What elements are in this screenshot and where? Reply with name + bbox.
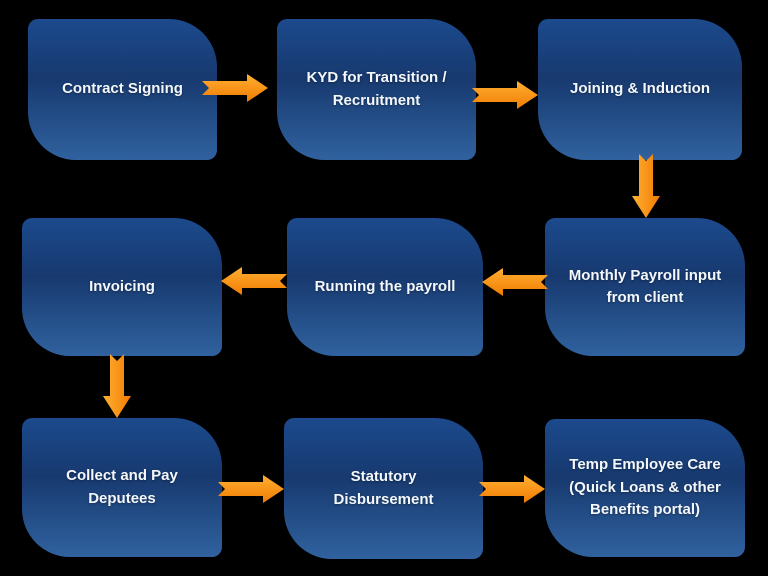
flow-node-contract-signing: Contract Signing [28, 19, 217, 160]
flow-node-label: Collect and Pay Deputees [66, 467, 178, 507]
flow-node-running-payroll: Running the payroll [287, 218, 483, 356]
arrow-right-icon [202, 74, 268, 102]
flow-node-label: Running the payroll [314, 277, 456, 295]
arrow-right-icon [472, 81, 538, 109]
flow-node-label: KYD for Transition / Recruitment [306, 69, 447, 109]
flow-node-label: Contract Signing [62, 80, 183, 98]
flow-node-label: Joining & Induction [570, 80, 710, 98]
arrow-right-icon [479, 475, 545, 503]
arrow-down-icon [632, 154, 660, 218]
flow-node-label: Invoicing [89, 277, 155, 295]
flow-node-kyd-transition-recruitment: KYD for Transition / Recruitment [277, 19, 476, 160]
flow-node-label: Monthly Payroll input from client [568, 266, 722, 307]
flow-node-temp-employee-care: Temp Employee Care (Quick Loans & other … [545, 419, 745, 557]
flow-node-collect-pay-deputees: Collect and Pay Deputees [22, 418, 222, 557]
arrow-down-icon [103, 354, 131, 418]
flow-node-invoicing: Invoicing [22, 218, 222, 356]
flow-node-statutory-disbursement: Statutory Disbursement [284, 418, 483, 559]
arrow-right-icon [218, 475, 284, 503]
flow-node-label: Statutory Disbursement [333, 468, 434, 508]
flow-node-joining-induction: Joining & Induction [538, 19, 742, 160]
arrow-left-icon [482, 268, 548, 296]
flow-node-monthly-payroll-input: Monthly Payroll input from client [545, 218, 745, 356]
flow-node-label: Temp Employee Care (Quick Loans & other … [569, 456, 721, 519]
arrow-left-icon [221, 267, 287, 295]
